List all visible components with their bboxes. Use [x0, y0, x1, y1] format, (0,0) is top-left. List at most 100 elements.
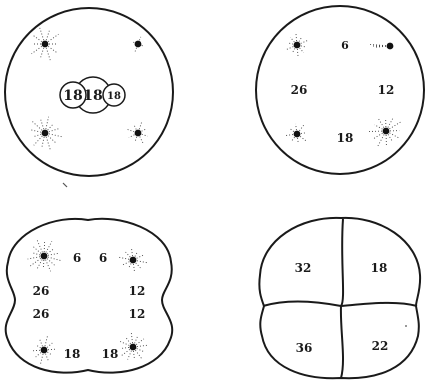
centrosome-dot [41, 347, 48, 354]
aster-ray [37, 239, 43, 252]
centrosome-dot [383, 128, 390, 135]
aster-ray [48, 34, 58, 41]
aster-ray [121, 347, 129, 348]
aster-ray [290, 129, 294, 132]
panel-top-right: 6 26 12 18 [256, 6, 424, 174]
aster-ray [33, 35, 42, 42]
aster-ray [48, 257, 62, 261]
chromosome-label: 18 [83, 88, 102, 104]
panel-bottom-right: 32 18 36 22 [259, 218, 420, 378]
centrosome [368, 43, 393, 50]
aster-ray [289, 43, 293, 44]
aster-ray [296, 124, 297, 130]
cell-outline-lobed [6, 219, 173, 373]
aster-ray [48, 46, 57, 53]
aster-ray [374, 125, 382, 129]
aster-ray [36, 353, 41, 357]
aster-ray [137, 261, 147, 263]
aster-ray [142, 134, 148, 136]
centrosome-dot [135, 41, 142, 48]
stray-mark [63, 183, 67, 187]
centrosome [31, 336, 57, 363]
centrosome [28, 239, 62, 271]
aster-ray [301, 46, 305, 47]
aster-ray [140, 137, 143, 143]
aster-ray [47, 352, 52, 355]
aster-ray [290, 37, 294, 42]
aster-ray [292, 48, 295, 53]
aster-ray [119, 341, 129, 345]
aster-ray [127, 129, 135, 132]
aster-ray [139, 37, 140, 40]
aster-ray [136, 263, 141, 268]
aster-ray [135, 251, 138, 256]
aster-ray [34, 136, 43, 145]
aster-ray [135, 137, 136, 141]
centrosome [32, 27, 59, 61]
chromosome-label: 18 [102, 347, 119, 361]
centrosome [30, 117, 63, 150]
aster-ray [128, 264, 131, 269]
panel-bottom-left: 6 6 26 26 12 12 18 18 [6, 219, 173, 373]
aster-ray [41, 354, 43, 364]
aster-ray [135, 350, 141, 359]
aster-ray [291, 137, 294, 141]
chromosome-label: 32 [295, 261, 312, 275]
aster-ray [378, 135, 384, 146]
chromosome-label: 26 [33, 284, 50, 298]
chromosome-label: 18 [63, 88, 82, 104]
aster-ray [120, 349, 130, 356]
aster-ray [128, 351, 132, 360]
aster-ray [388, 118, 393, 127]
aster-ray [122, 262, 129, 265]
aster-ray [49, 134, 63, 137]
aster-ray [119, 257, 129, 259]
chromosome-label: 26 [291, 83, 308, 97]
chromosome-label: 12 [129, 307, 146, 321]
chromosome-label: 12 [129, 284, 146, 298]
centrosome [119, 332, 148, 359]
aster-ray [48, 253, 59, 255]
centrosome [369, 118, 400, 146]
panel-top-left: 18 18 18 [5, 8, 173, 187]
centrosome-dot [294, 131, 301, 138]
aster-ray [32, 46, 42, 53]
chromosome-label: 18 [107, 91, 121, 102]
chromosome-label: 18 [64, 347, 81, 361]
aster-ray [139, 122, 141, 129]
aster-ray [129, 135, 135, 138]
aster-ray [31, 350, 40, 351]
centrosome-dot [130, 257, 137, 264]
aster-ray [48, 136, 56, 144]
chromosome-label: 12 [378, 83, 395, 97]
centrosome-dot [294, 42, 301, 49]
aster-ray [134, 264, 135, 273]
centrosome [132, 37, 144, 52]
aster-ray [136, 339, 144, 345]
aster-ray [126, 252, 131, 257]
aster-ray [126, 337, 131, 344]
centrosome-dot [42, 130, 49, 137]
aster-ray [41, 48, 44, 57]
centrosome [287, 33, 307, 57]
aster-ray [32, 246, 41, 253]
centrosome-dot [41, 253, 48, 260]
aster-ray [299, 124, 304, 130]
aster-ray [131, 332, 132, 343]
cell-outline-quartered [259, 218, 420, 378]
aster-ray [389, 122, 400, 129]
centrosome-dot [135, 130, 142, 137]
chromosome-label: 6 [99, 251, 107, 265]
aster-ray [300, 48, 304, 53]
aster-ray [37, 260, 42, 270]
aster-ray [28, 257, 40, 259]
aster-ray [375, 46, 386, 47]
chromosome-label: 18 [337, 131, 354, 145]
aster-ray [287, 47, 294, 50]
aster-ray [41, 120, 44, 129]
division-line-vertical [341, 219, 343, 378]
chromosome-label: 18 [371, 261, 388, 275]
aster-ray [48, 349, 57, 350]
aster-ray [133, 351, 134, 358]
